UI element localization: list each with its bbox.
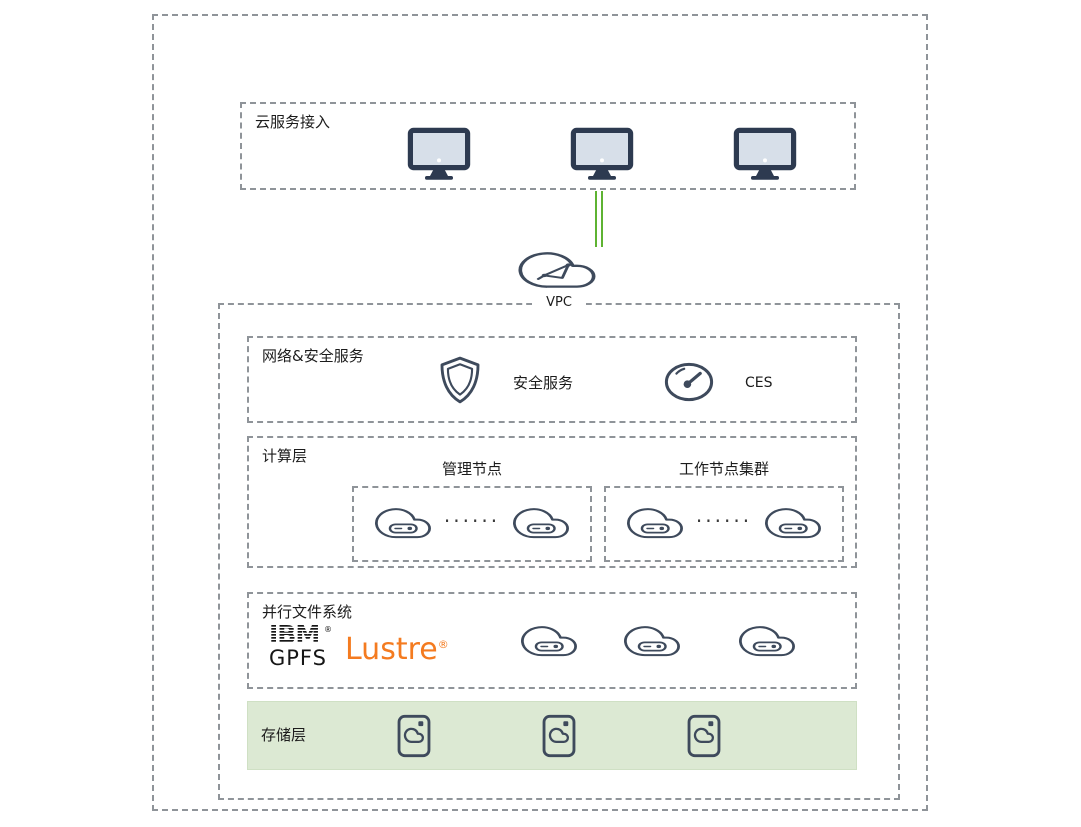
parallel-fs-label: 并行文件系统 (262, 603, 353, 621)
storage-box: 存储层 (247, 701, 857, 770)
storage-disk-icon (542, 714, 576, 758)
cloud-server-icon (624, 625, 680, 657)
cloud-server-icon (374, 507, 431, 539)
ibm-gpfs-logo: IBM ® GPFS (269, 622, 343, 670)
cloud-server-icon (739, 625, 795, 657)
cloud-server-icon (513, 507, 570, 539)
security-service-label: 安全服务 (513, 374, 574, 392)
network-security-label: 网络&安全服务 (262, 347, 364, 365)
lustre-reg-mark: ® (437, 638, 449, 651)
monitor-icon (732, 126, 798, 180)
ibm-logo: IBM ® (269, 622, 332, 648)
management-nodes-label: 管理节点 (441, 460, 502, 478)
lustre-logo-text: Lustre (345, 632, 438, 667)
network-security-box: 网络&安全服务 安全服务 CES (247, 336, 857, 423)
worker-cluster-label: 工作节点集群 (678, 460, 769, 478)
management-nodes-box: ······ (352, 486, 592, 562)
cloud-access-label: 云服务接入 (255, 113, 331, 131)
shield-icon (440, 356, 480, 404)
compute-box: 计算层 管理节点 工作节点集群 ······ ······ (247, 436, 857, 568)
storage-disk-icon (687, 714, 721, 758)
gpfs-logo-text: GPFS (269, 646, 327, 670)
worker-cluster-box: ······ (604, 486, 844, 562)
network-connector-line (595, 191, 603, 247)
compute-label: 计算层 (262, 447, 308, 465)
monitor-icon (406, 126, 472, 180)
storage-label: 存储层 (261, 726, 307, 744)
cloud-server-icon (521, 625, 577, 657)
ces-label: CES (745, 375, 773, 391)
monitor-icon (569, 126, 635, 180)
storage-disk-icon (397, 714, 431, 758)
lustre-logo: Lustre® (345, 635, 449, 665)
vpc-label: VPC (532, 294, 586, 311)
vpc-cloud-icon (518, 251, 596, 289)
parallel-fs-box: 并行文件系统 IBM ® GPFS Lustre® (247, 592, 857, 689)
outer-boundary (152, 14, 928, 811)
gauge-icon (664, 362, 714, 402)
ellipsis-dots: ······ (695, 509, 753, 533)
cloud-server-icon (765, 507, 822, 539)
vpc-box: 网络&安全服务 安全服务 CES 计算层 管理节点 工作节点集群 ······ … (218, 303, 900, 800)
ibm-logo-text: IBM (269, 622, 319, 648)
cloud-access-box: 云服务接入 (240, 102, 856, 190)
ibm-reg-mark: ® (324, 625, 332, 634)
ellipsis-dots: ······ (443, 509, 501, 533)
cloud-server-icon (626, 507, 683, 539)
